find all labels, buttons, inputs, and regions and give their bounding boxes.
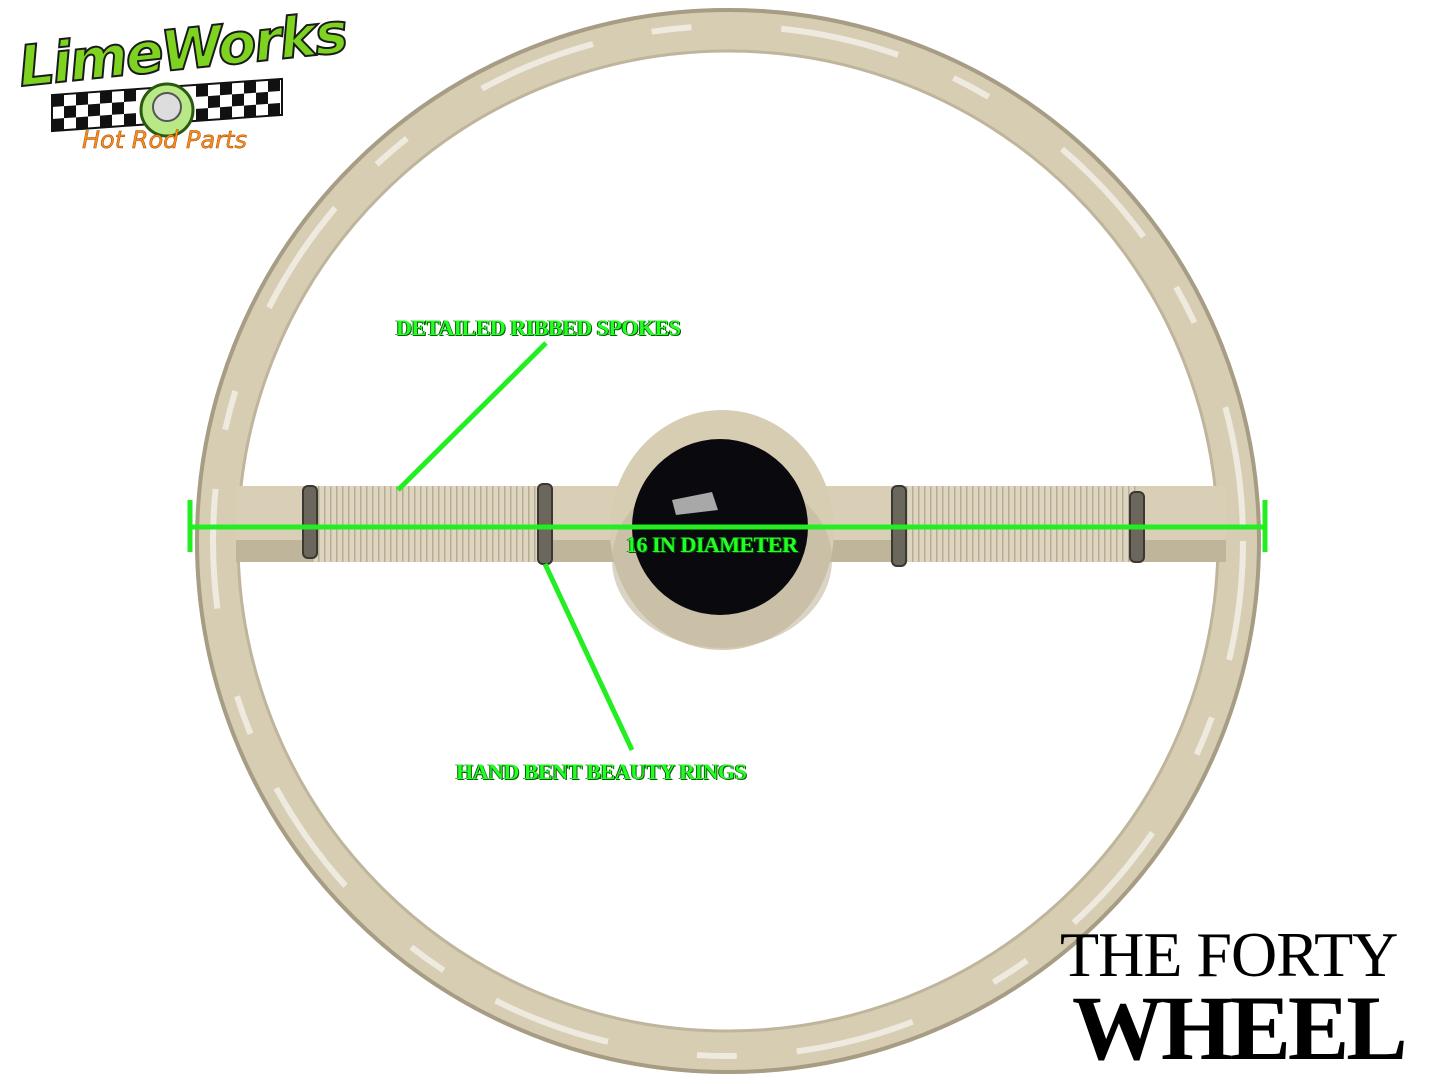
rings-leader-line — [542, 562, 635, 752]
product-title-line1: THE FORTY — [1060, 919, 1398, 990]
annotation-ribbed-spokes: DETAILED RIBBED SPOKES — [396, 315, 681, 340]
hub — [610, 410, 834, 650]
annotation-beauty-rings: HAND BENT BEAUTY RINGS — [456, 759, 747, 784]
limeworks-logo: LimeWorks Hot Rod Parts — [12, 0, 351, 160]
diameter-dimension-line — [187, 500, 1268, 552]
annotation-diameter: 16 IN DIAMETER — [626, 532, 798, 557]
spokes-leader-line — [396, 341, 548, 492]
product-title-line2: WHEEL — [1072, 977, 1408, 1079]
checkered-flag-icon — [51, 77, 283, 138]
logo-tagline: Hot Rod Parts — [82, 126, 247, 155]
